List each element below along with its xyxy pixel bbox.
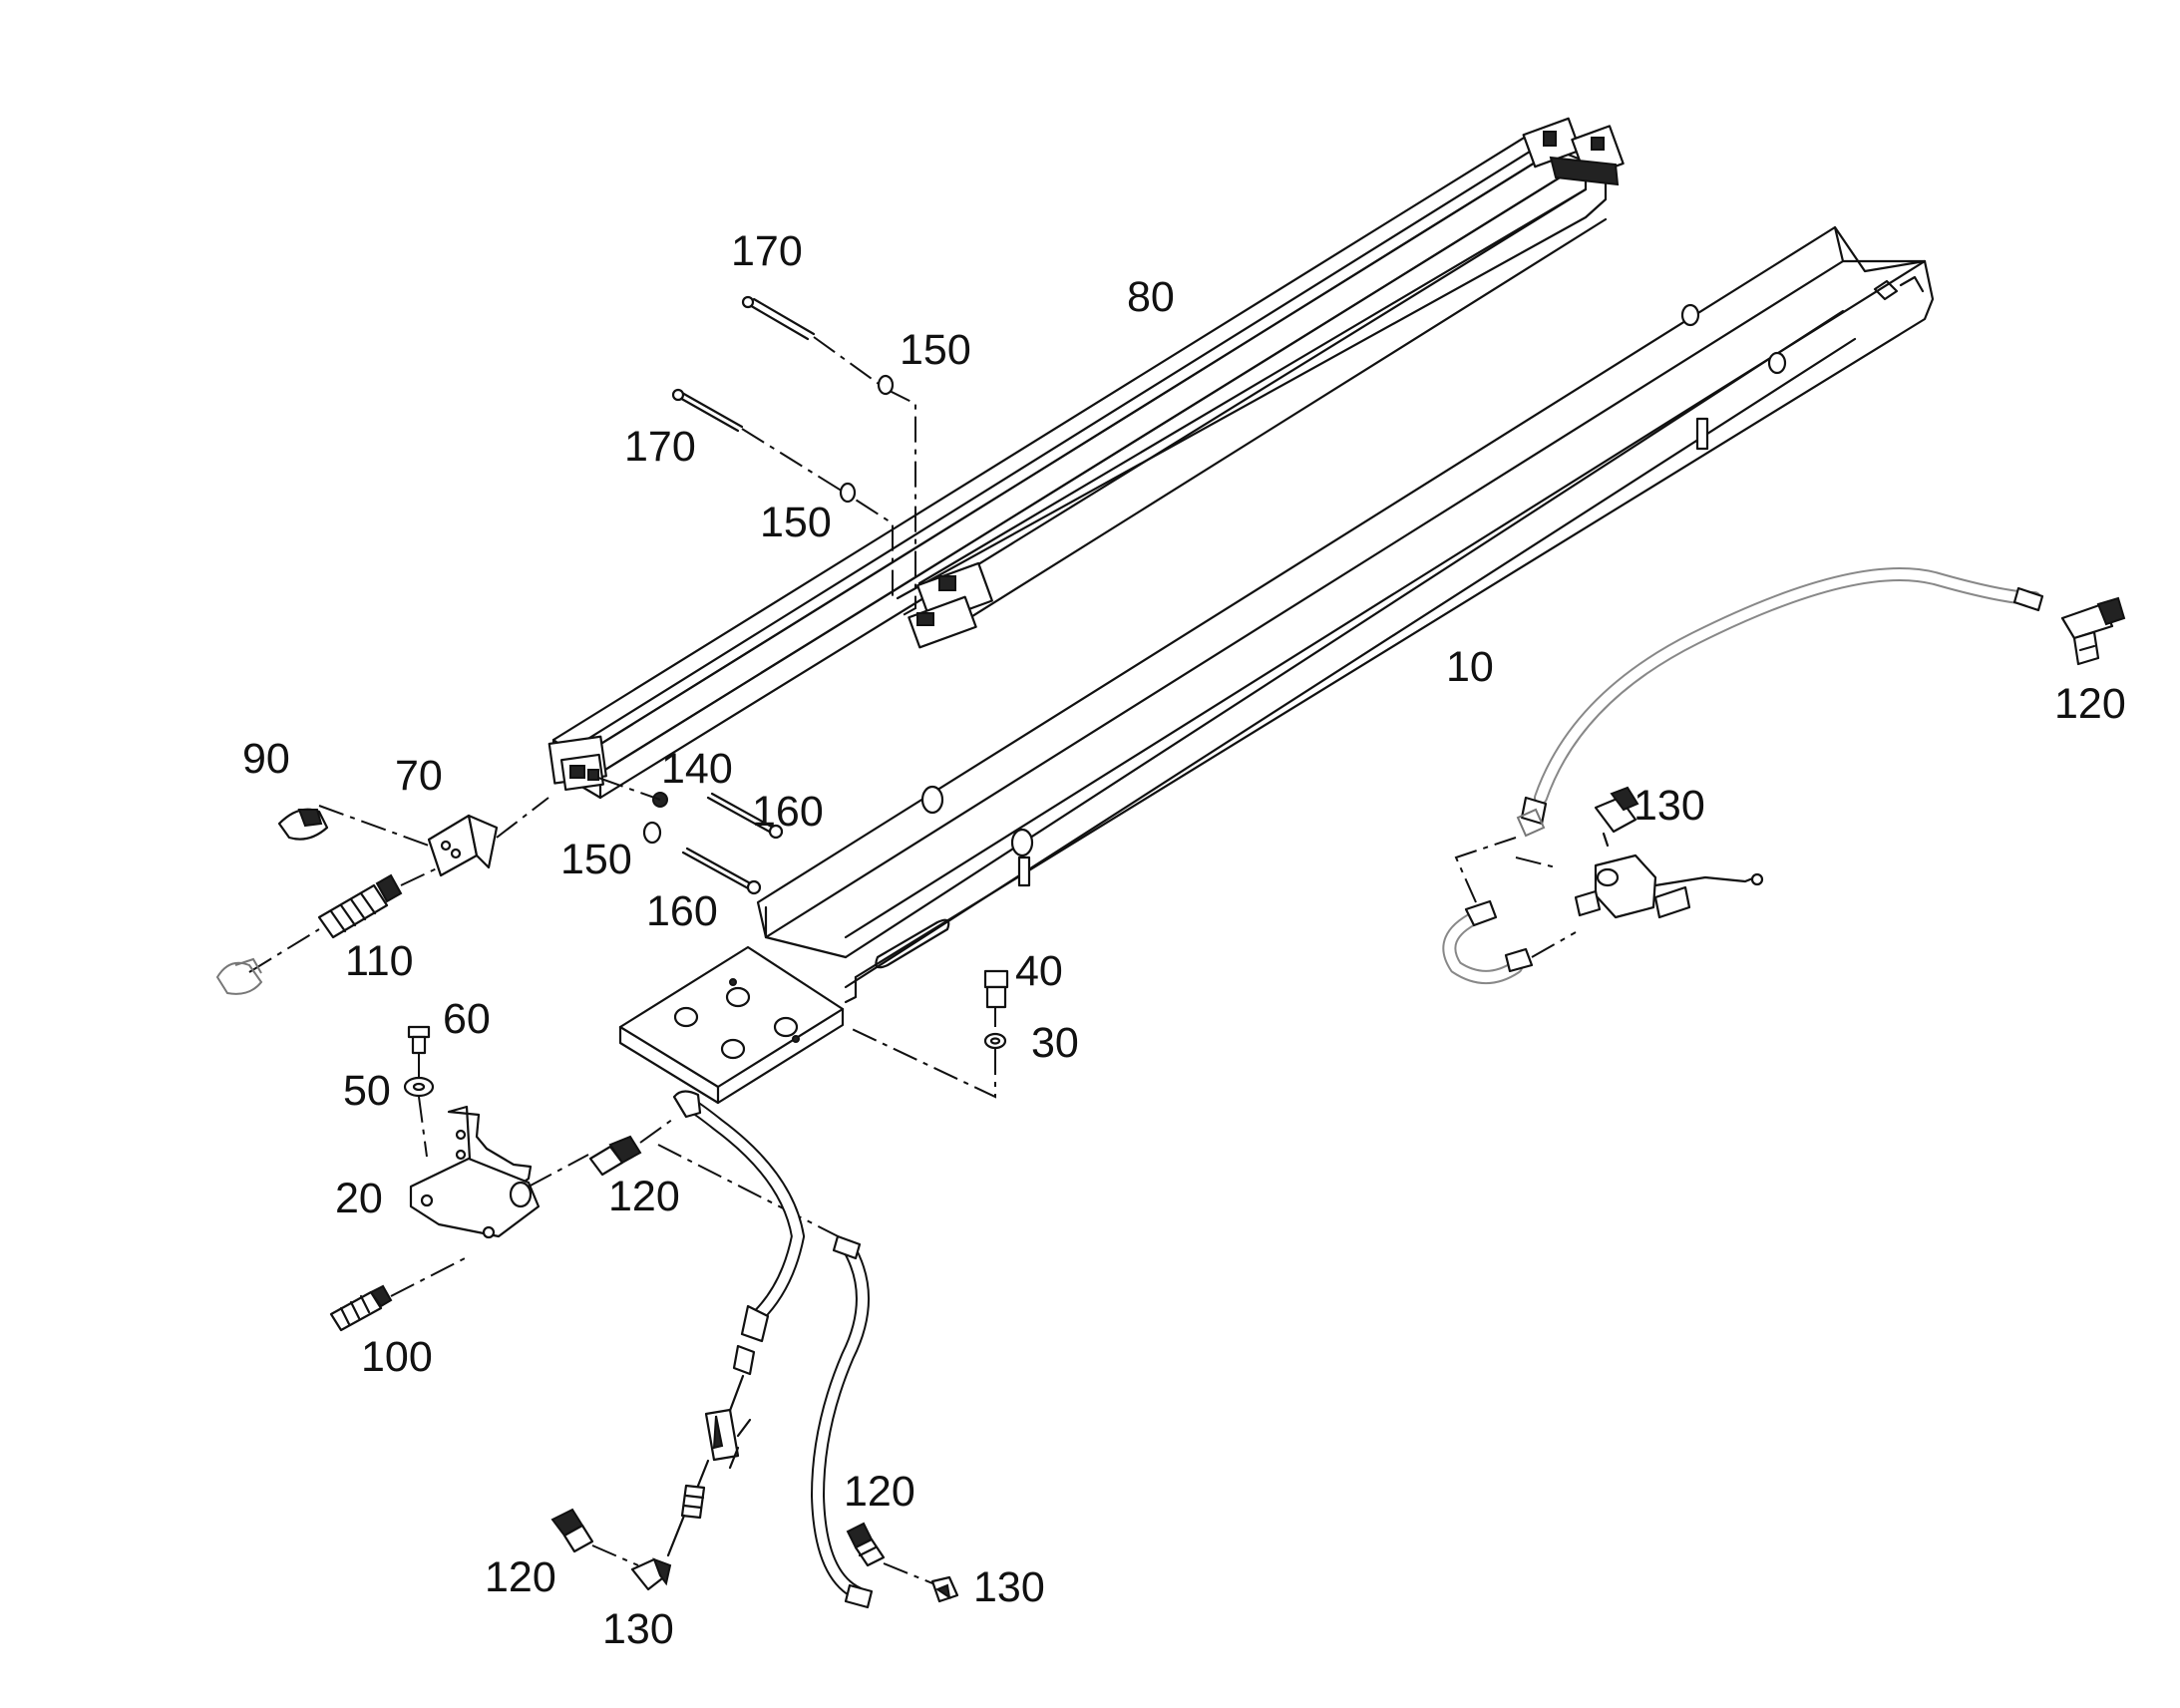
hose-assembly-right — [1520, 567, 2044, 826]
callout-170-mid: 170 — [624, 423, 696, 471]
callout-40: 40 — [1015, 947, 1063, 995]
callout-20: 20 — [335, 1175, 383, 1222]
callout-150-top: 150 — [900, 326, 971, 374]
callout-150-low: 150 — [560, 836, 632, 883]
callout-120-bottom-center: 120 — [844, 1468, 915, 1516]
callout-140: 140 — [661, 745, 733, 793]
callout-120-right: 120 — [2054, 680, 2126, 728]
washer-part-30 — [847, 1026, 1007, 1099]
elbow-part-130-right — [1594, 786, 1639, 848]
callout-30: 30 — [1031, 1019, 1079, 1067]
callout-70: 70 — [395, 752, 443, 800]
fitting-part-120-bottom-left — [550, 1508, 639, 1566]
callout-170-top: 170 — [731, 227, 803, 275]
hose-assembly-lower-center — [810, 1234, 874, 1609]
callout-90: 90 — [242, 735, 290, 783]
fitting-part-120-mid — [588, 1116, 849, 1242]
callout-160-lower: 160 — [646, 887, 718, 935]
bracket-part-20 — [409, 1105, 541, 1239]
callout-120-bottom-left: 120 — [485, 1553, 556, 1601]
washer-part-50 — [403, 1076, 435, 1158]
callout-100: 100 — [361, 1333, 433, 1381]
callout-130-bottom-left: 130 — [602, 1605, 674, 1653]
callout-130-right: 130 — [1634, 782, 1705, 830]
tee-fitting-part-120-right — [2060, 596, 2126, 666]
fitting-part-120-bottom-center — [846, 1522, 938, 1586]
clip-part-90 — [277, 808, 329, 841]
callout-50: 50 — [343, 1067, 391, 1115]
callout-130-bottom-center: 130 — [973, 1563, 1045, 1611]
callout-150-mid: 150 — [760, 499, 832, 546]
elbow-part-130-bottom-center — [930, 1575, 959, 1603]
hose-assembly-lower — [666, 1090, 806, 1557]
bolt-part-60 — [407, 1025, 431, 1077]
bolts-and-washers-mid — [597, 777, 784, 895]
fitting-part-100 — [329, 1154, 589, 1332]
callout-labels: 170 80 150 170 150 10 120 90 70 140 130 … — [242, 227, 2126, 1653]
ball-valve-right — [1515, 854, 1764, 919]
bolts-and-washers-upper — [671, 295, 916, 619]
hose-loop-right — [1442, 808, 1577, 984]
callout-10: 10 — [1446, 643, 1494, 691]
callout-110: 110 — [345, 937, 414, 985]
callout-120-mid: 120 — [608, 1173, 680, 1220]
elbow-part-130-bottom-left — [630, 1557, 672, 1591]
drag-chain-part-80 — [547, 117, 1625, 800]
callout-160-upper: 160 — [752, 788, 824, 836]
callout-80: 80 — [1127, 273, 1175, 321]
rail-beam-part-10 — [618, 225, 1935, 1105]
bolt-part-40 — [983, 969, 1009, 1027]
callout-60: 60 — [443, 995, 491, 1043]
fitting-part-110 — [215, 866, 440, 995]
bracket-part-70 — [318, 797, 549, 877]
